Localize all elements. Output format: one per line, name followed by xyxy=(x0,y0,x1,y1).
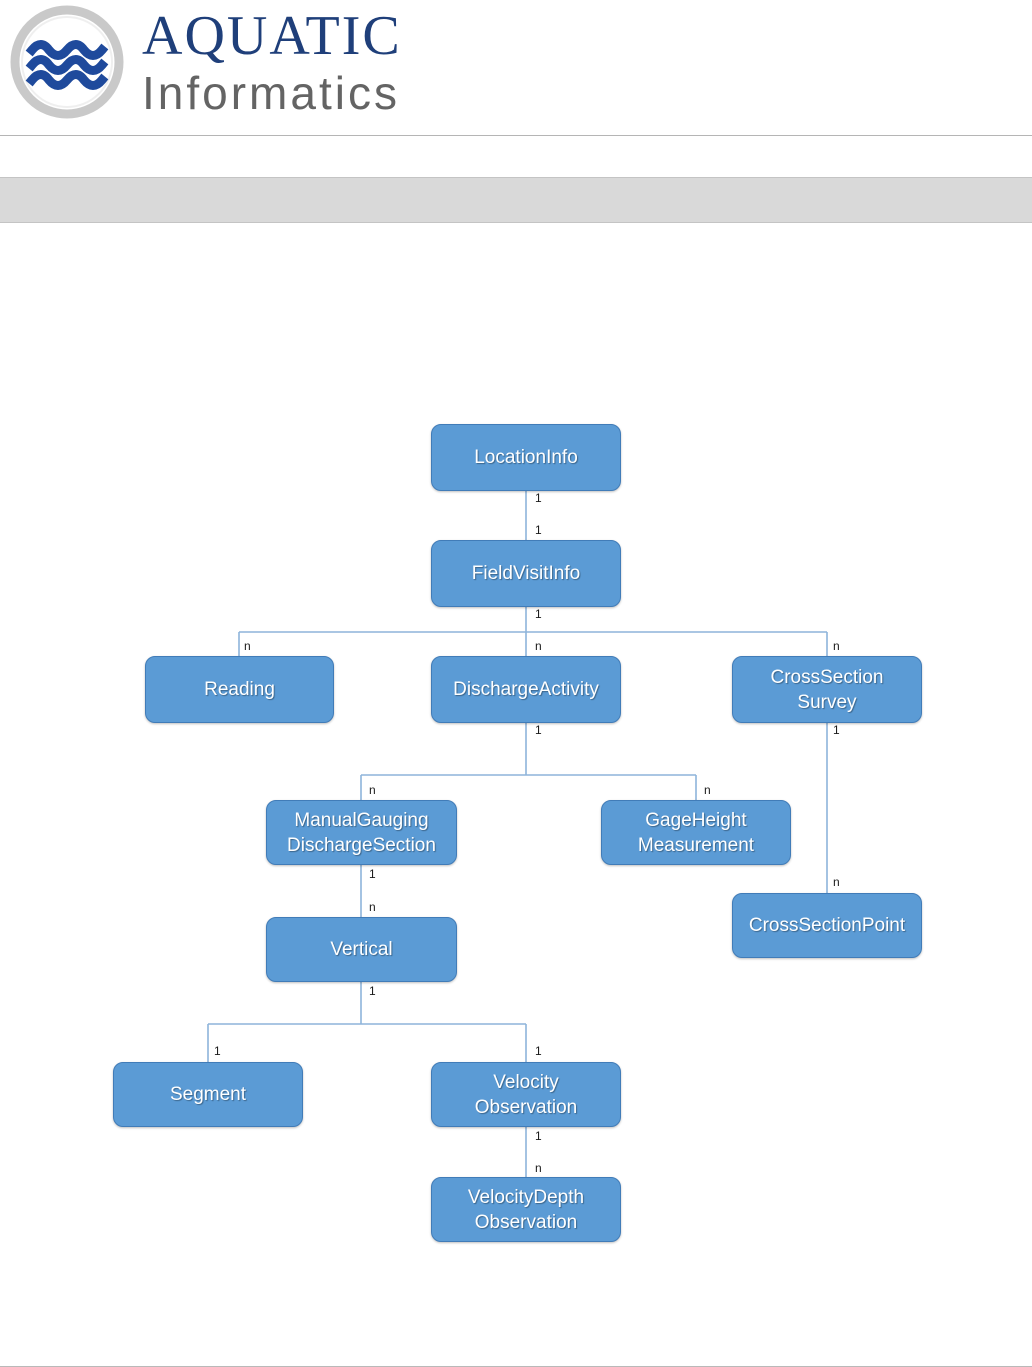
node-label: CrossSectionPoint xyxy=(748,915,906,936)
node-velocity-depth-observation[interactable]: VelocityDepth Observation xyxy=(431,1177,621,1242)
node-label: LocationInfo xyxy=(474,447,578,468)
node-location-info[interactable]: LocationInfo xyxy=(431,424,621,491)
section-band xyxy=(0,177,1032,223)
cardinality-label: 1 xyxy=(535,1044,542,1058)
cardinality-label: n xyxy=(535,639,542,653)
node-label: ManualGauging DischargeSection xyxy=(287,809,436,856)
cardinality-label: n xyxy=(369,900,376,914)
cardinality-label: 1 xyxy=(535,1129,542,1143)
node-velocity-observation[interactable]: Velocity Observation xyxy=(431,1062,621,1127)
node-label: DischargeActivity xyxy=(453,679,599,700)
cardinality-label: n xyxy=(704,783,711,797)
cardinality-label: 1 xyxy=(535,491,542,505)
node-vertical[interactable]: Vertical xyxy=(266,917,457,982)
cardinality-label: 1 xyxy=(369,867,376,881)
cardinality-label: 1 xyxy=(535,723,542,737)
node-cross-section-survey[interactable]: CrossSection Survey xyxy=(732,656,922,723)
node-label: GageHeight Measurement xyxy=(637,809,755,856)
node-label: FieldVisitInfo xyxy=(471,563,581,584)
node-field-visit-info[interactable]: FieldVisitInfo xyxy=(431,540,621,607)
node-label: Vertical xyxy=(330,939,393,960)
cardinality-label: n xyxy=(833,875,840,889)
cardinality-label: 1 xyxy=(833,723,840,737)
node-cross-section-point[interactable]: CrossSectionPoint xyxy=(732,893,922,958)
node-segment[interactable]: Segment xyxy=(113,1062,303,1127)
cardinality-label: n xyxy=(833,639,840,653)
cardinality-label: n xyxy=(369,783,376,797)
cardinality-label: 1 xyxy=(214,1044,221,1058)
cardinality-label: 1 xyxy=(535,607,542,621)
node-label: CrossSection Survey xyxy=(770,666,884,713)
node-label: Reading xyxy=(204,679,275,700)
brand-name-primary: AQUATIC xyxy=(142,5,402,67)
cardinality-label: 1 xyxy=(535,523,542,537)
brand-wordmark: AQUATIC Informatics xyxy=(142,6,562,120)
node-label: Velocity Observation xyxy=(474,1071,578,1118)
cardinality-label: n xyxy=(244,639,251,653)
cardinality-label: 1 xyxy=(369,984,376,998)
cardinality-label: n xyxy=(535,1161,542,1175)
brand-name-secondary: Informatics xyxy=(142,67,400,119)
node-reading[interactable]: Reading xyxy=(145,656,334,723)
node-discharge-activity[interactable]: DischargeActivity xyxy=(431,656,621,723)
node-label: VelocityDepth Observation xyxy=(467,1186,585,1233)
node-gage-height-measurement[interactable]: GageHeight Measurement xyxy=(601,800,791,865)
page-header: AQUATIC Informatics xyxy=(0,0,1032,136)
aquatic-wave-circle-logo-icon xyxy=(8,3,126,121)
node-label: Segment xyxy=(169,1084,247,1105)
node-manual-gauging-discharge-section[interactable]: ManualGauging DischargeSection xyxy=(266,800,457,865)
